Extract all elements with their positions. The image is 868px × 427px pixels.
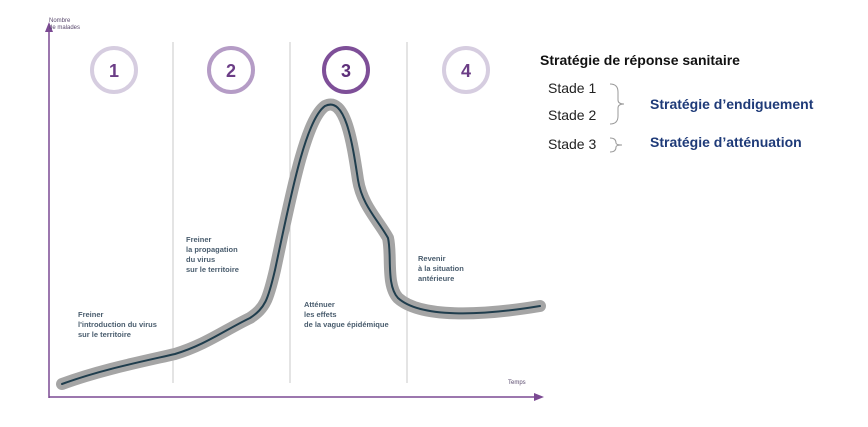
stade-1-label: Stade 1 — [548, 80, 597, 96]
phase-4-description: Revenir à la situation antérieure — [418, 254, 464, 283]
strategy-containment: Stratégie d’endiguement — [650, 96, 814, 112]
phase-circle-4: 4 — [442, 46, 490, 94]
stade-3-label: Stade 3 — [548, 136, 597, 152]
strategy-mitigation: Stratégie d’atténuation — [650, 134, 802, 150]
y-axis-label: Nombre de malades — [49, 18, 81, 31]
epidemic-curve-shadow — [56, 98, 546, 390]
phase-circle-1: 1 — [90, 46, 138, 94]
legend-title: Stratégie de réponse sanitaire — [540, 52, 740, 68]
phase-1-description: Freiner l'introduction du virus sur le t… — [78, 310, 157, 339]
phase-3-description: Atténuer les effets de la vague épidémiq… — [304, 300, 389, 329]
bracket-stade-3 — [609, 137, 623, 153]
phase-number-3: 3 — [341, 61, 351, 81]
x-axis-label: Temps — [508, 380, 526, 386]
bracket-stades-1-2 — [609, 83, 625, 125]
phase-number-1: 1 — [109, 61, 119, 81]
y-axis-arrow-icon — [45, 22, 53, 32]
x-axis-arrow-icon — [534, 393, 544, 401]
epidemic-curve-line — [61, 103, 541, 385]
legend-brackets — [609, 83, 625, 153]
phase-circle-3: 3 — [322, 46, 370, 94]
phase-number-4: 4 — [461, 61, 471, 81]
phase-circle-2: 2 — [207, 46, 255, 94]
phase-2-description: Freiner la propagation du virus sur le t… — [186, 235, 239, 274]
phase-number-2: 2 — [226, 61, 236, 81]
stade-2-label: Stade 2 — [548, 107, 597, 123]
